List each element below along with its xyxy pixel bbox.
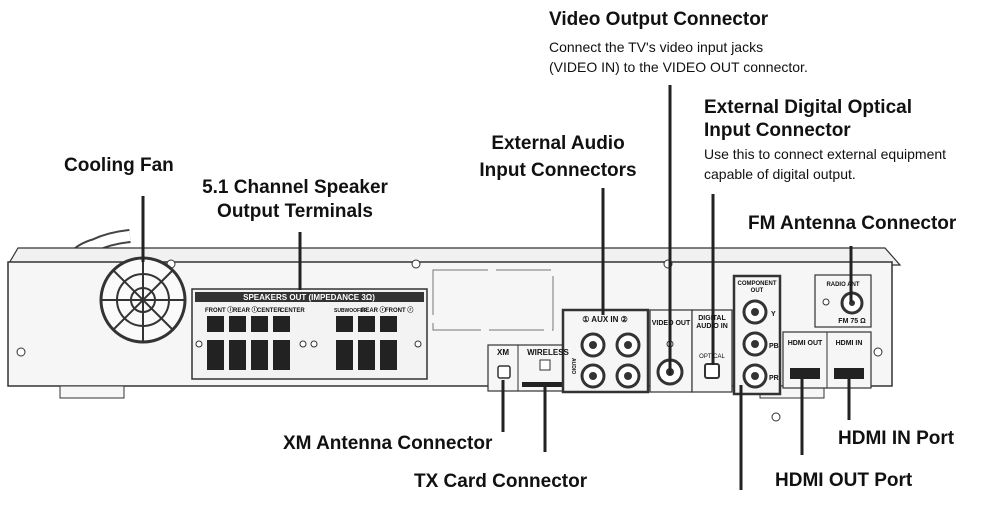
- hdmi-out-label: HDMI OUT: [788, 340, 823, 347]
- external-audio-title-1: External Audio: [491, 133, 625, 154]
- speaker-terminals-title-2: Output Terminals: [217, 201, 373, 222]
- external-audio-title-2: Input Connectors: [479, 160, 637, 181]
- screw-icon: [771, 412, 781, 422]
- screw-icon: [411, 259, 421, 269]
- digital-optical-desc-1: Use this to connect external equipment: [704, 146, 947, 162]
- video-out-label: VIDEO OUT: [652, 320, 691, 327]
- hdmi-out-port-title: HDMI OUT Port: [775, 470, 913, 491]
- radio-ant-section: [814, 274, 872, 328]
- component-out-label-2: OUT: [751, 288, 764, 294]
- cooling-fan-grille: [99, 256, 187, 344]
- fm-antenna-title: FM Antenna Connector: [748, 213, 957, 234]
- optical-label: OPTICAL: [699, 354, 725, 360]
- screw-icon: [873, 347, 883, 357]
- audio-label: AUDIO: [570, 358, 576, 374]
- front-r-label: FRONT ⓡ: [385, 306, 413, 314]
- rear-r-label: REAR ⓡ: [361, 306, 386, 314]
- leader-lines: [141, 85, 853, 490]
- component-out-section: [732, 274, 782, 396]
- hdmi-section: [782, 331, 872, 389]
- video-output-connector-title: Video Output Connector: [549, 9, 769, 30]
- component-out-label-1: COMPONENT: [738, 281, 777, 287]
- y-label: Y: [771, 311, 776, 318]
- tx-card-title: TX Card Connector: [414, 471, 588, 492]
- foot-left: [59, 385, 125, 399]
- video-output-desc-1: Connect the TV's video input jacks: [549, 39, 764, 55]
- video-output-desc-2: (VIDEO IN) to the VIDEO OUT connector.: [549, 59, 808, 75]
- radio-ant-label: RADIO ANT: [826, 282, 859, 288]
- pr-label: PR: [769, 375, 779, 382]
- aux-in-section: [561, 308, 650, 394]
- wireless-label: WIRELESS: [527, 348, 569, 357]
- speaker-terminals-title-1: 5.1 Channel Speaker: [202, 177, 388, 198]
- chassis-top: [6, 247, 902, 266]
- digital-optical-title-2: Input Connector: [704, 120, 851, 141]
- speaker-terminal-block: [191, 288, 428, 380]
- cooling-fan-title: Cooling Fan: [64, 155, 174, 176]
- xm-label: XM: [497, 348, 509, 357]
- pb-label: PB: [769, 343, 779, 350]
- aux-in-label: ① AUX IN ②: [582, 315, 628, 324]
- digital-optical-title-1: External Digital Optical: [704, 97, 912, 118]
- fm75-label: FM 75 Ω: [838, 318, 866, 325]
- subwoofer-label: SUBWOOFER: [334, 308, 367, 314]
- digital-audio-in-label-1: DIGITAL: [698, 315, 726, 322]
- xm-antenna-title: XM Antenna Connector: [283, 433, 493, 454]
- front-l-label: FRONT ⓛ: [205, 306, 233, 314]
- rear-l-label: REAR ⓛ: [233, 306, 258, 314]
- speakers-out-label: SPEAKERS OUT (IMPEDANCE 3Ω): [243, 293, 375, 302]
- digital-optical-desc-2: capable of digital output.: [704, 166, 856, 182]
- center-label-1: CENTER: [257, 308, 282, 314]
- digital-audio-in-label-2: AUDIO IN: [696, 323, 728, 330]
- hdmi-in-port-title: HDMI IN Port: [838, 428, 955, 449]
- center-label-2: CENTER: [280, 308, 305, 314]
- screw-icon: [16, 347, 26, 357]
- hdmi-in-label: HDMI IN: [836, 340, 863, 347]
